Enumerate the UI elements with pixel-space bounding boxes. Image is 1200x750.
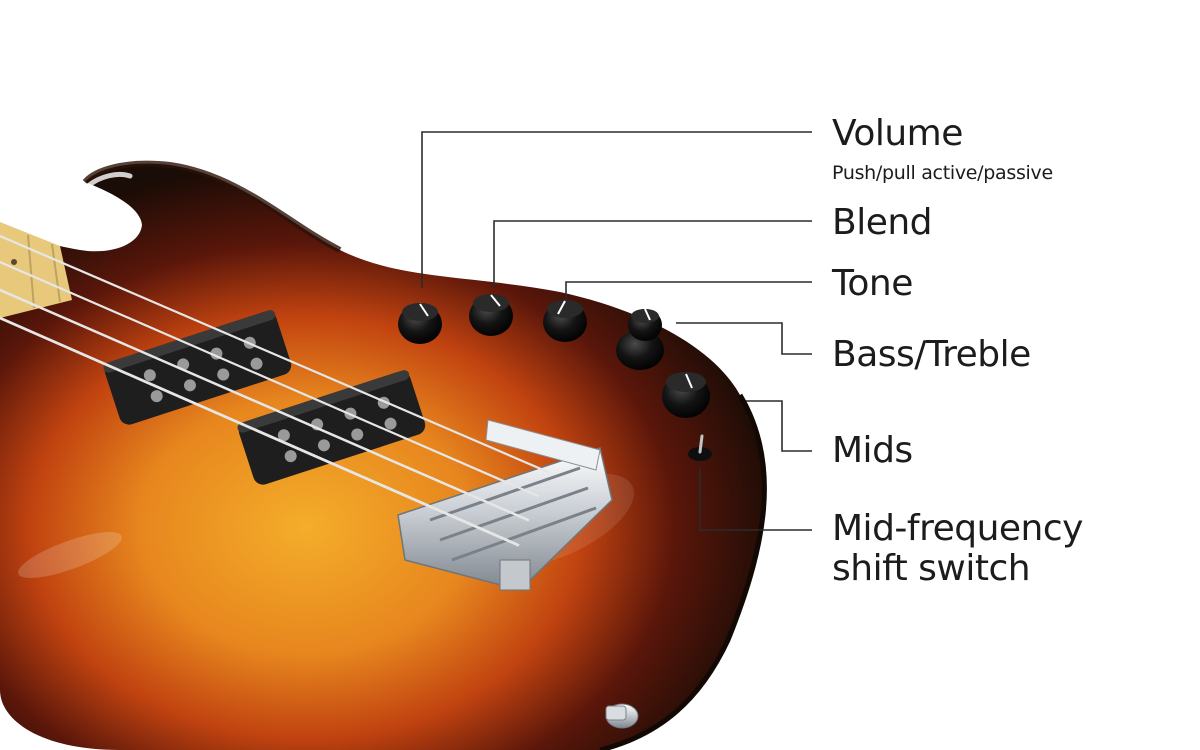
- mids-leader: [746, 400, 812, 452]
- leader-lines: [421, 131, 812, 531]
- volume-leader: [421, 131, 812, 288]
- blend-leader: [493, 220, 812, 288]
- neck-pickup: [103, 310, 292, 425]
- volume-note: Push/pull active/passive: [832, 162, 1053, 184]
- bass-treble-knob: [616, 308, 664, 370]
- mid-shift-label: Mid-frequency shift switch: [832, 508, 1083, 589]
- blend-knob: [469, 294, 513, 336]
- fretboard: [0, 222, 72, 318]
- bass-treble-leader: [676, 322, 812, 355]
- mids-knob: [662, 372, 710, 418]
- blend-label: Blend: [832, 202, 933, 243]
- tone-knob: [543, 300, 587, 342]
- bridge: [397, 419, 613, 591]
- output-jack: [605, 703, 639, 729]
- bass-treble-label: Bass/Treble: [832, 334, 1031, 375]
- tone-label: Tone: [832, 263, 913, 304]
- mid-shift-leader: [699, 468, 812, 531]
- volume-label: Volume: [832, 113, 963, 154]
- mid-shift-switch: [688, 434, 712, 461]
- mids-label: Mids: [832, 430, 913, 471]
- volume-knob: [398, 303, 442, 344]
- strings: [0, 234, 550, 547]
- tone-leader: [565, 281, 812, 300]
